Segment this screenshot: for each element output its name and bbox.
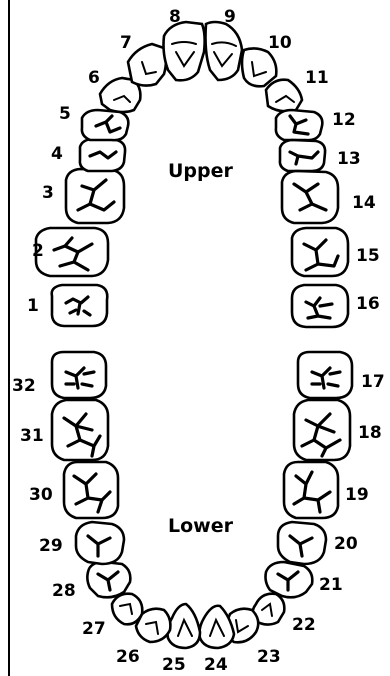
tooth-number-16: 16 (356, 294, 380, 314)
tooth-number-21: 21 (319, 575, 343, 595)
tooth-number-9: 9 (224, 7, 236, 27)
tooth-number-11: 11 (305, 68, 329, 88)
tooth-24[interactable] (198, 604, 236, 650)
tooth-number-30: 30 (29, 485, 53, 505)
left-border-line (8, 0, 10, 676)
tooth-number-23: 23 (257, 647, 281, 667)
tooth-number-15: 15 (356, 246, 380, 266)
tooth-30[interactable] (62, 460, 120, 520)
tooth-13[interactable] (278, 138, 327, 173)
tooth-number-13: 13 (337, 149, 361, 169)
tooth-2[interactable] (34, 226, 110, 278)
tooth-number-28: 28 (52, 581, 76, 601)
tooth-number-26: 26 (116, 647, 140, 667)
tooth-12[interactable] (274, 108, 324, 142)
tooth-21[interactable] (264, 560, 314, 599)
tooth-number-24: 24 (204, 655, 228, 675)
tooth-19[interactable] (282, 460, 340, 520)
tooth-20[interactable] (276, 520, 328, 566)
tooth-number-27: 27 (82, 619, 106, 639)
tooth-number-1: 1 (27, 296, 39, 316)
tooth-number-31: 31 (20, 426, 44, 446)
tooth-1[interactable] (50, 283, 109, 328)
tooth-28[interactable] (86, 560, 132, 599)
tooth-number-32: 32 (12, 376, 36, 396)
tooth-number-5: 5 (59, 104, 71, 124)
tooth-number-3: 3 (42, 183, 54, 203)
tooth-number-6: 6 (88, 68, 100, 88)
tooth-31[interactable] (50, 398, 110, 462)
tooth-number-4: 4 (51, 144, 63, 164)
tooth-number-17: 17 (361, 372, 385, 392)
tooth-number-19: 19 (345, 485, 369, 505)
tooth-17[interactable] (296, 350, 354, 400)
tooth-number-2: 2 (32, 241, 44, 261)
lower-arch-label: Lower (168, 515, 234, 537)
tooth-16[interactable] (290, 283, 350, 329)
tooth-9[interactable] (204, 20, 244, 82)
tooth-number-25: 25 (162, 655, 186, 675)
tooth-7[interactable] (126, 42, 168, 87)
tooth-3[interactable] (64, 167, 126, 225)
upper-arch-label: Upper (168, 160, 234, 182)
tooth-number-14: 14 (352, 193, 376, 213)
tooth-number-10: 10 (268, 33, 292, 53)
tooth-8[interactable] (162, 20, 206, 82)
tooth-number-12: 12 (332, 110, 356, 130)
tooth-number-20: 20 (334, 534, 358, 554)
tooth-number-22: 22 (292, 615, 316, 635)
tooth-number-18: 18 (358, 423, 382, 443)
tooth-number-29: 29 (39, 536, 63, 556)
tooth-11[interactable] (264, 78, 304, 113)
tooth-26[interactable] (134, 607, 172, 644)
tooth-10[interactable] (240, 47, 278, 88)
tooth-6[interactable] (98, 76, 142, 114)
tooth-27[interactable] (110, 592, 144, 626)
tooth-25[interactable] (166, 602, 202, 650)
tooth-18[interactable] (292, 398, 352, 462)
tooth-15[interactable] (290, 226, 350, 278)
tooth-4[interactable] (78, 137, 127, 173)
tooth-14[interactable] (280, 169, 340, 225)
tooth-number-8: 8 (169, 7, 181, 27)
tooth-29[interactable] (74, 520, 126, 566)
tooth-number-7: 7 (120, 33, 132, 53)
tooth-5[interactable] (80, 108, 130, 142)
tooth-32[interactable] (50, 350, 108, 400)
